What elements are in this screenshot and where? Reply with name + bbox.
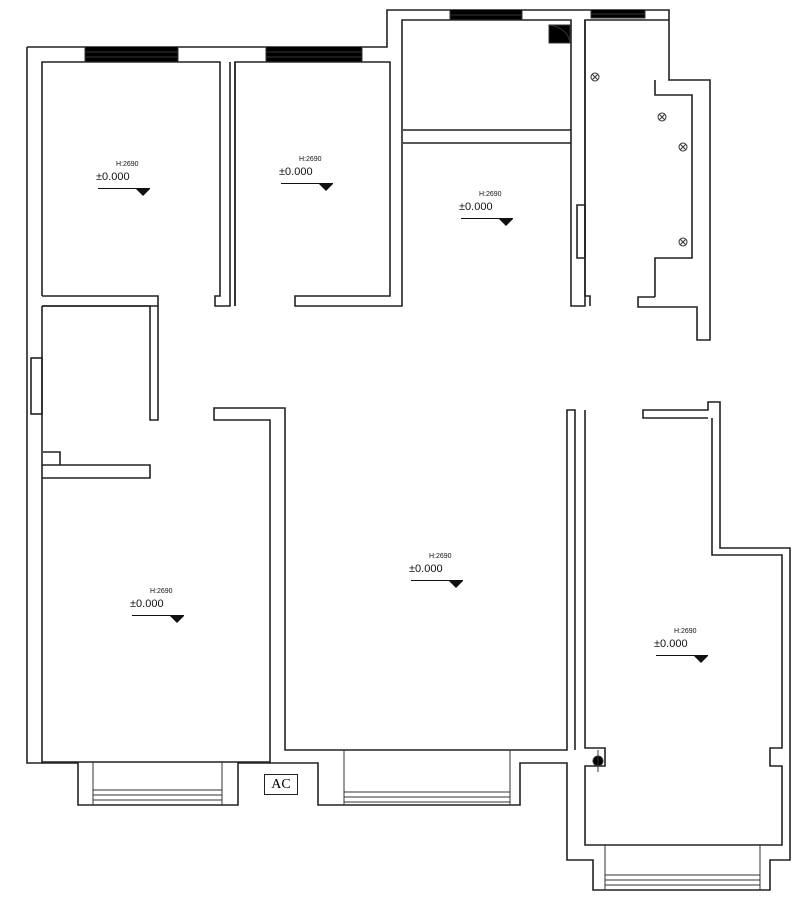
height-label: H:2690 — [429, 553, 452, 560]
level-label: ±0.000 — [459, 201, 493, 213]
level-marker: H:2690 ±0.000 — [654, 628, 724, 663]
outer-wall — [27, 9, 711, 341]
level-label: ±0.000 — [409, 563, 443, 575]
door-swing-icon — [548, 24, 571, 44]
level-triangle-icon — [694, 656, 708, 663]
level-triangle-icon — [170, 616, 184, 623]
outer-wall-left — [26, 47, 791, 891]
partition-wall — [403, 129, 571, 144]
kitchen-wall — [584, 20, 693, 306]
ceiling-light-icons — [590, 72, 688, 247]
height-label: H:2690 — [150, 588, 173, 595]
level-marker: H:2690 ±0.000 — [279, 156, 349, 191]
level-marker: H:2690 ±0.000 — [130, 588, 200, 623]
balcony-room-wall — [584, 410, 783, 846]
level-label: ±0.000 — [654, 638, 688, 650]
bedroom-1-wall — [41, 61, 231, 307]
height-label: H:2690 — [299, 156, 322, 163]
wall — [42, 305, 159, 479]
height-label: H:2690 — [116, 161, 139, 168]
bathroom-wall — [41, 306, 576, 763]
level-marker: H:2690 ±0.000 — [409, 553, 479, 588]
bedroom-2-wall — [234, 19, 669, 307]
level-label: ±0.000 — [279, 166, 313, 178]
level-label: ±0.000 — [96, 171, 130, 183]
level-label: ±0.000 — [130, 598, 164, 610]
level-triangle-icon — [136, 189, 150, 196]
level-triangle-icon — [319, 184, 333, 191]
ac-label: AC — [264, 774, 298, 795]
wall — [43, 451, 61, 465]
wall — [42, 295, 159, 307]
meter-icon — [592, 750, 604, 772]
windows — [84, 10, 761, 890]
level-marker: H:2690 ±0.000 — [459, 191, 529, 226]
wall — [576, 204, 586, 259]
height-label: H:2690 — [674, 628, 697, 635]
level-marker: H:2690 ±0.000 — [96, 161, 166, 196]
height-label: H:2690 — [479, 191, 502, 198]
level-triangle-icon — [449, 581, 463, 588]
window-left — [30, 357, 43, 415]
level-triangle-icon — [499, 219, 513, 226]
